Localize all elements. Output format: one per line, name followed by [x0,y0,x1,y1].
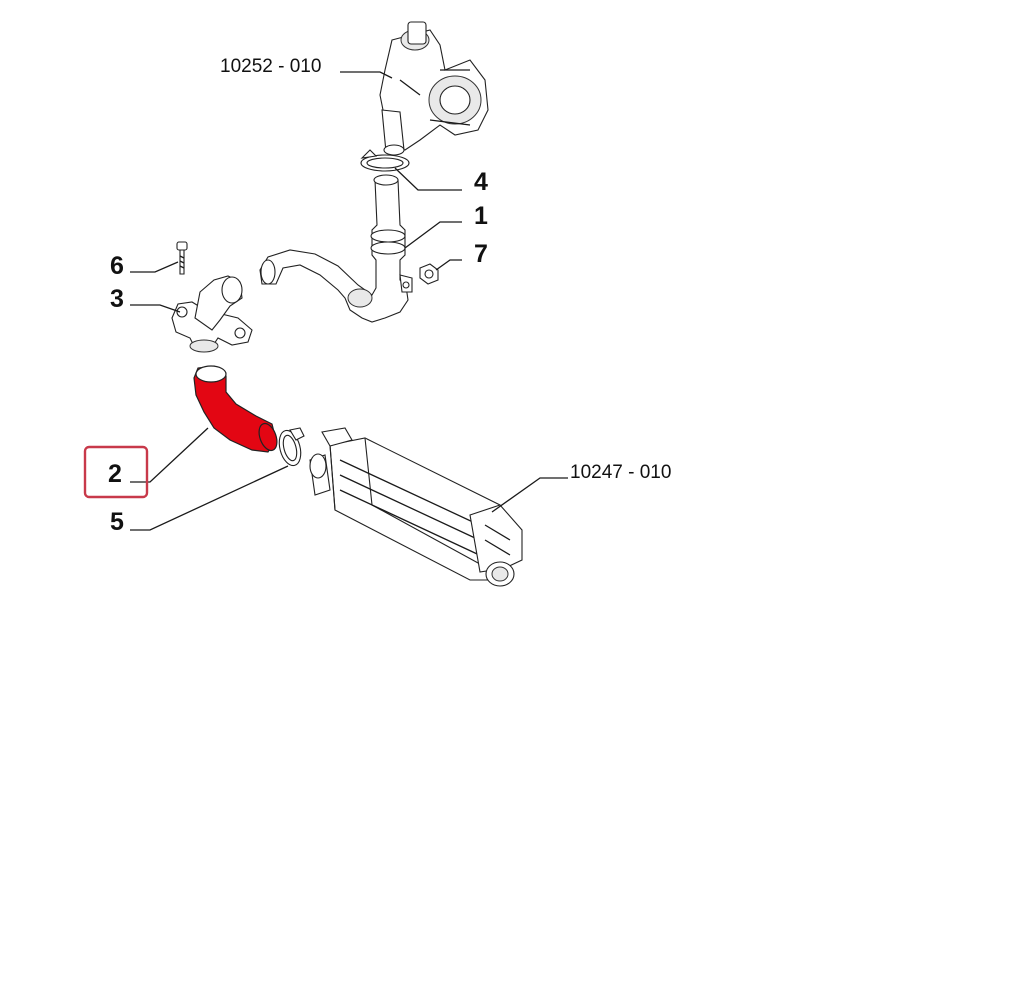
highlight-box [83,445,149,499]
clamp-lower-drawing [278,427,305,467]
callout-3: 3 [110,285,124,313]
intercooler-drawing [309,427,523,587]
callout-7: 7 [474,240,488,268]
leader-nut [435,259,462,271]
nut-drawing [419,263,439,285]
callout-6: 6 [110,252,124,280]
leader-lines [130,71,568,531]
pipe-drawing [259,174,413,323]
callout-1: 1 [474,202,488,230]
callout-4: 4 [474,168,488,196]
leader-pipe [404,221,462,249]
turbocharger-drawing [379,21,489,156]
callout-5: 5 [110,508,124,536]
leader-turbocharger [340,71,393,79]
callout-2: 2 [108,460,122,488]
leader-clamp-lower [130,465,289,531]
leader-clamp-upper [394,167,462,191]
leader-hose [130,427,209,483]
bolt-drawing [176,241,188,275]
hose-drawing [193,365,278,453]
clamp-upper-drawing [360,149,410,172]
leader-flange [130,304,181,313]
leader-intercooler [491,477,568,513]
flange-drawing [171,275,253,353]
leader-bolt [130,261,179,273]
intercooler-ref-label: 10247 - 010 [570,462,671,483]
turbocharger-ref-label: 10252 - 010 [220,56,321,77]
